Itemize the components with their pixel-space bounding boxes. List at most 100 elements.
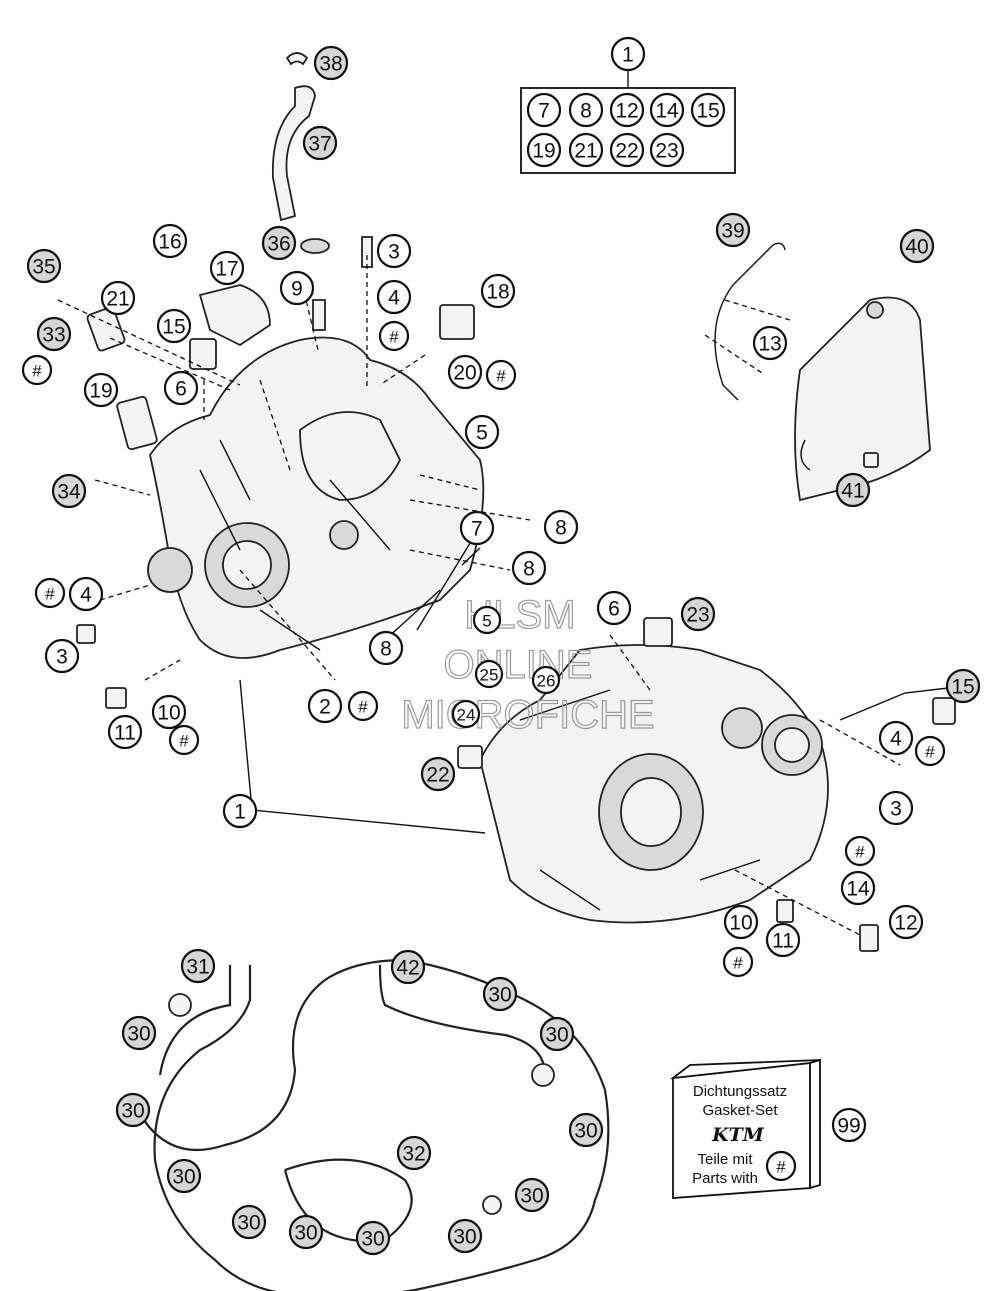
hash-callout: #	[168, 724, 200, 756]
callout-c2: 2	[307, 688, 343, 724]
gasket-set-line3: Teile mit	[697, 1151, 753, 1168]
kit-row1-callout: 14	[649, 92, 685, 128]
callout-c34-label: 34	[57, 481, 81, 504]
right-crankcase	[479, 644, 829, 924]
callout-c6a-label: 6	[175, 378, 187, 401]
clutch-cover	[794, 296, 931, 502]
leader-lines	[57, 255, 966, 936]
callout-c4b: 4	[68, 576, 104, 612]
callout-c23a-label: 23	[686, 604, 709, 627]
callout-c39: 39	[715, 212, 751, 248]
callout-g30g: 30	[514, 1177, 550, 1213]
callout-c37-label: 37	[308, 133, 331, 156]
callout-c2-label: 2	[319, 696, 331, 719]
callout-c3c-label: 3	[890, 798, 902, 821]
hash-callout: #	[722, 946, 754, 978]
watermark-overlay-callout: 25	[474, 659, 504, 689]
gasket-set-line2: Gasket-Set	[702, 1102, 778, 1119]
callout-c13: 13	[752, 325, 788, 361]
hash-callout: #	[347, 690, 379, 722]
callout-g30j-label: 30	[361, 1228, 384, 1251]
hash-callout-label: #	[45, 585, 55, 604]
callout-c11b-label: 11	[772, 930, 794, 953]
callout-c8a-label: 8	[555, 517, 567, 540]
callout-c21a: 21	[100, 280, 136, 316]
watermark-overlay-callout-label: 5	[482, 612, 491, 631]
callout-c15a: 15	[156, 308, 192, 344]
callout-c18: 18	[480, 273, 516, 309]
callout-c3c: 3	[878, 790, 914, 826]
callout-c18-label: 18	[486, 281, 509, 304]
callout-c5-label: 5	[476, 422, 488, 445]
kit-row1-callout-label: 15	[696, 100, 719, 123]
hash-callout: #	[485, 359, 517, 391]
watermark-overlay-callout-label: 26	[537, 672, 556, 691]
callout-c39-label: 39	[721, 220, 744, 243]
callout-c15b-label: 15	[951, 676, 974, 699]
left-crankcase	[147, 336, 485, 659]
gasket-set-line1: Dichtungssatz	[693, 1083, 787, 1100]
callout-c36: 36	[261, 225, 297, 261]
callout-g30f: 30	[166, 1158, 202, 1194]
callout-c21a-label: 21	[106, 288, 129, 311]
callout-g30g-label: 30	[520, 1185, 543, 1208]
kit-row1-callout-label: 7	[538, 100, 550, 123]
watermark-overlay-callout: 24	[451, 699, 481, 729]
hash-callout: #	[34, 577, 66, 609]
callout-c10a: 10	[151, 694, 187, 730]
callout-c4c-label: 4	[890, 728, 902, 751]
watermark-line3: MICROFICHE	[401, 693, 654, 737]
callout-c40: 40	[899, 228, 935, 264]
kit-callout-1: 1	[610, 36, 646, 72]
callout-c4c: 4	[878, 720, 914, 756]
hash-callout: #	[21, 354, 53, 386]
watermark: HLSM ONLINE MICROFICHE	[401, 592, 656, 737]
kit-callout-1-label: 1	[622, 44, 634, 67]
callout-g30i: 30	[288, 1214, 324, 1250]
hash-callout-label: #	[358, 698, 368, 717]
callout-g30a: 30	[482, 976, 518, 1012]
callout-g30e: 30	[568, 1112, 604, 1148]
callout-c8c: 8	[368, 630, 404, 666]
kit-row1-callout: 15	[690, 92, 726, 128]
callout-c31-label: 31	[186, 956, 209, 979]
callout-c4a-label: 4	[388, 287, 400, 310]
callout-c42: 42	[390, 949, 426, 985]
callout-c3b-label: 3	[56, 646, 68, 669]
callout-c19a: 19	[83, 372, 119, 408]
hash-callout-label: #	[496, 367, 506, 386]
watermark-overlay-callout-label: 24	[457, 706, 476, 725]
callout-c6a: 6	[163, 370, 199, 406]
hash-callout-label: #	[32, 362, 42, 381]
bracket	[714, 242, 786, 401]
hash-callout-label: #	[733, 954, 743, 973]
callout-c5: 5	[464, 414, 500, 450]
callout-c20: 20	[447, 354, 483, 390]
callout-c7-label: 7	[471, 518, 483, 541]
kit-row2-callout: 22	[609, 132, 645, 168]
callout-c23a: 23	[680, 596, 716, 632]
kit-row2-callout-label: 22	[615, 140, 638, 163]
callout-c35: 35	[26, 248, 62, 284]
callout-c38-label: 38	[319, 53, 342, 76]
callout-c10b-label: 10	[729, 912, 752, 935]
callout-c41: 41	[835, 472, 871, 508]
callout-c35-label: 35	[32, 256, 55, 279]
small-parts	[76, 236, 956, 952]
callout-c11a: 11	[107, 714, 143, 750]
callout-c11a-label: 11	[114, 722, 136, 745]
callout-c10a-label: 10	[157, 702, 180, 725]
callout-c16: 16	[152, 223, 188, 259]
callout-c3a: 3	[376, 233, 412, 269]
callout-g30c: 30	[121, 1015, 157, 1051]
kit-row1-callout: 8	[568, 92, 604, 128]
kit-row2-callout-label: 21	[574, 140, 597, 163]
gasket-set-line4: Parts with	[692, 1170, 758, 1187]
kit-row1-callout-label: 8	[580, 100, 592, 123]
hash-callout: #	[378, 320, 410, 352]
callout-c16-label: 16	[158, 231, 181, 254]
gasket-set-box: Dichtungssatz Gasket-Set KTM Teile mit P…	[669, 1058, 821, 1199]
hash-callout: #	[765, 1150, 797, 1182]
callout-c10b: 10	[723, 904, 759, 940]
